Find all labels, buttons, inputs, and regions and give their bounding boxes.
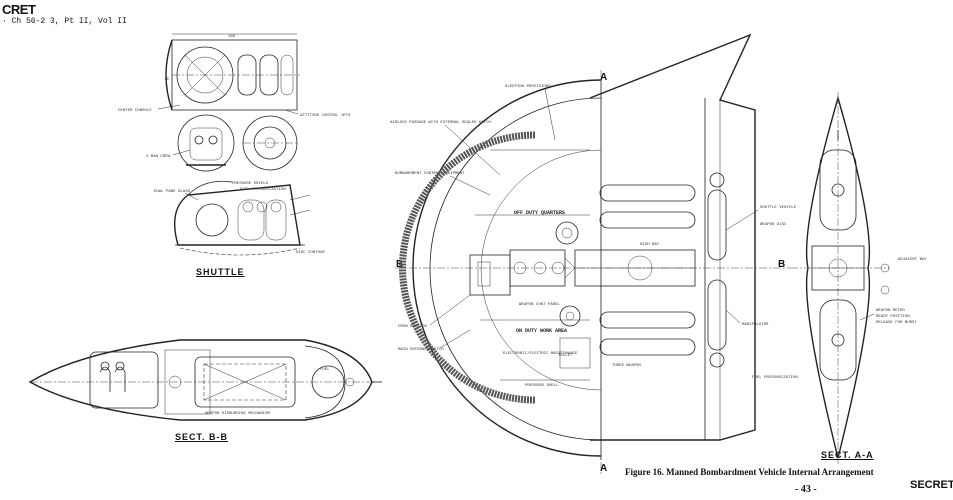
callout-fuel-pressurization-2: FUEL PRESSURIZATION <box>752 376 798 380</box>
callout-fuel: FUEL <box>320 368 330 372</box>
sect-b-b-view <box>28 339 382 421</box>
callout-ready-position: READY POSITION <box>876 315 910 319</box>
callout-pressure-shell: PRESSURE SHELL <box>525 384 559 388</box>
callout-shuttle-vehicle: SHUTTLE VEHICLE <box>760 206 797 210</box>
callout-manipulator: MANIPULATOR <box>742 323 769 327</box>
callout-three-weapon: THREE WEAPON <box>612 364 641 368</box>
callout-disc-contour: DISC CONTOUR <box>296 251 325 255</box>
callout-sleeping-provisions: SLEEPING PROVISIONS <box>505 85 551 89</box>
classification-footer: SECRET <box>910 479 953 491</box>
callout-bombardment-control: BOMBARDMENT CONTROL EQUIPMENT <box>395 172 465 176</box>
callout-weapon-disc: WEAPON DISC <box>760 223 787 227</box>
shuttle-view-title: SHUTTLE <box>196 267 245 277</box>
callout-weapon-disbursing: WEAPON DISBURSING MECHANISM <box>205 412 270 416</box>
svg-text:180: 180 <box>228 35 236 39</box>
callout-adjacent-bay: ADJACENT BAY <box>898 258 927 262</box>
callout-pressure-shield: PRESSURE SHIELD <box>232 182 269 186</box>
page-number: - 43 - <box>795 484 817 495</box>
callout-on-duty-work-area: ON DUTY WORK AREA <box>516 328 567 334</box>
vehicle-plan-view <box>395 33 790 475</box>
section-mark-a-bottom: A <box>600 463 608 474</box>
callout-dual-pane-glass: DUAL PANE GLASS <box>154 190 191 194</box>
callout-fuel-pressurization: FUEL PRESSURIZATION <box>240 188 286 192</box>
callout-high-bay: HIGH BAY <box>640 243 660 247</box>
callout-main-entrance-hatch: MAIN ENTRANCE HATCH <box>398 348 444 352</box>
callout-electronic-maint: ELECTRONIC/ELECTRIC MAINTENANCE <box>503 351 578 356</box>
callout-attitude-control: ATTITUDE CONTROL JETS <box>300 114 351 118</box>
callout-release-for-burst: RELEASE FOR BURST <box>876 321 917 325</box>
callout-weapon-retro: WEAPON RETRO <box>876 309 905 313</box>
callout-crew-section: CREW SECTION <box>398 325 427 329</box>
svg-text:76: 76 <box>164 78 169 82</box>
sect-a-a-title: SECT. A-A <box>821 450 874 460</box>
callout-airlock-passage: AIRLOCK PASSAGE WITH EXTERNAL SEALED HAT… <box>390 121 491 125</box>
callout-center-console: CENTER CONSOLE <box>118 109 152 113</box>
sect-b-b-title: SECT. B-B <box>175 432 229 442</box>
document-reference: · Ch 56-2 3, Pt II, Vol II <box>2 17 127 26</box>
callout-two-man-crew: 2 MAN CREW <box>146 155 171 159</box>
sect-a-a-view <box>790 92 890 465</box>
callout-off-duty-quarters: OFF DUTY QUARTERS <box>514 210 565 216</box>
shuttle-top-view: 180 76 <box>164 33 300 111</box>
figure-caption: Figure 16. Manned Bombardment Vehicle In… <box>625 467 874 477</box>
section-mark-a-top: A <box>600 72 608 83</box>
callout-toilet: TOILET <box>558 354 573 358</box>
classification-header: CRET <box>2 2 36 17</box>
callout-weapon-cont-panel: WEAPON CONT PANEL <box>519 303 560 307</box>
shuttle-side-view <box>174 180 305 256</box>
shuttle-end-views <box>177 114 298 172</box>
section-mark-b-right: B <box>778 259 786 270</box>
